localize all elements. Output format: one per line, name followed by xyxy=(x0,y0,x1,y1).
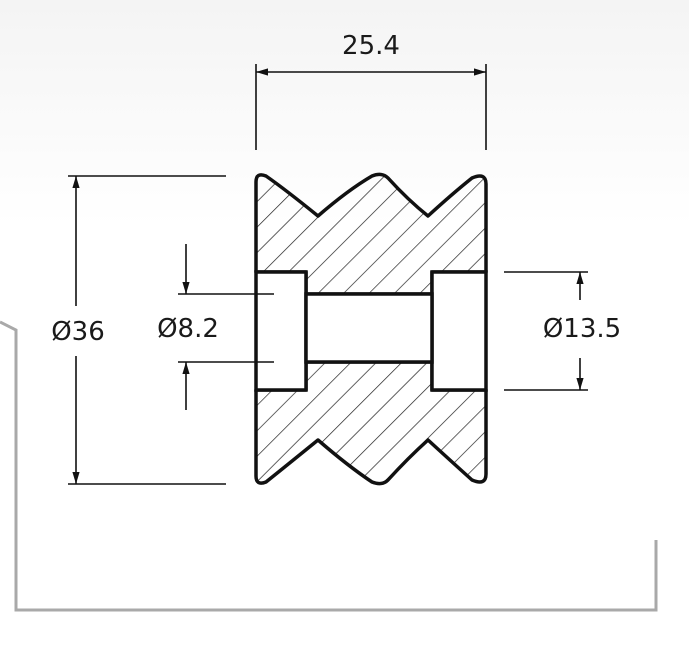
bore-diameter-dimension: Ø8.2 xyxy=(157,244,274,410)
frame-border xyxy=(0,320,658,612)
pulley-bottom-section xyxy=(254,360,488,486)
pulley-top-section xyxy=(254,172,488,296)
right-counterbore xyxy=(430,270,488,392)
width-dimension: 25.4 xyxy=(255,31,487,150)
width-dimension-label: 25.4 xyxy=(342,31,400,61)
outer-diameter-dimension: Ø36 xyxy=(51,175,226,485)
outer-diameter-label: Ø36 xyxy=(51,317,105,347)
counterbore-diameter-dimension: Ø13.5 xyxy=(504,271,621,391)
bore-diameter-label: Ø8.2 xyxy=(157,314,219,344)
counterbore-diameter-label: Ø13.5 xyxy=(543,314,621,344)
central-bore xyxy=(304,292,434,364)
left-counterbore xyxy=(254,270,308,392)
